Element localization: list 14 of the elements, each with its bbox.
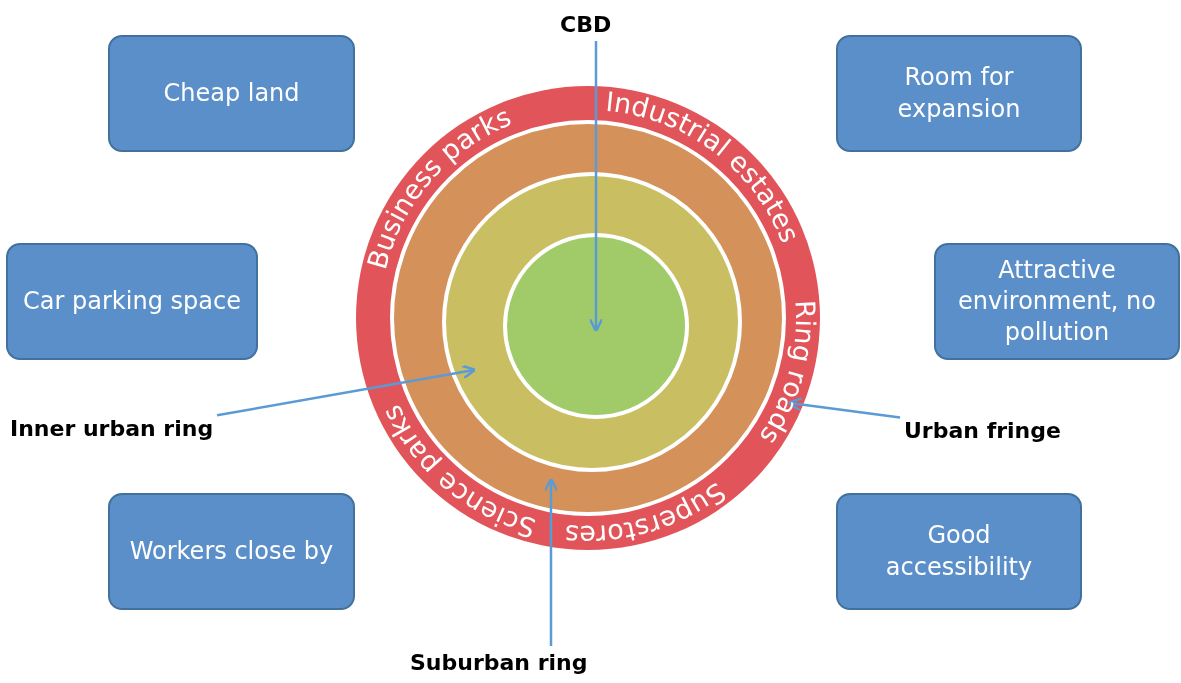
zone-label: Inner urban ring: [10, 416, 214, 441]
reason-box: Car parking space: [6, 243, 258, 360]
arrow: [216, 364, 477, 417]
arrow: [588, 41, 604, 333]
reason-box: Cheap land: [108, 35, 355, 152]
reason-box: Workers close by: [108, 493, 355, 610]
reason-box: Good accessibility: [836, 493, 1082, 610]
zone-label: Urban fringe: [904, 418, 1061, 443]
arrow: [787, 397, 901, 419]
arrow: [543, 477, 559, 646]
reason-box: Room for expansion: [836, 35, 1082, 152]
zone-label: Suburban ring: [410, 650, 588, 675]
zone-label: CBD: [560, 12, 612, 37]
reason-box: Attractive environment, no pollution: [934, 243, 1180, 360]
